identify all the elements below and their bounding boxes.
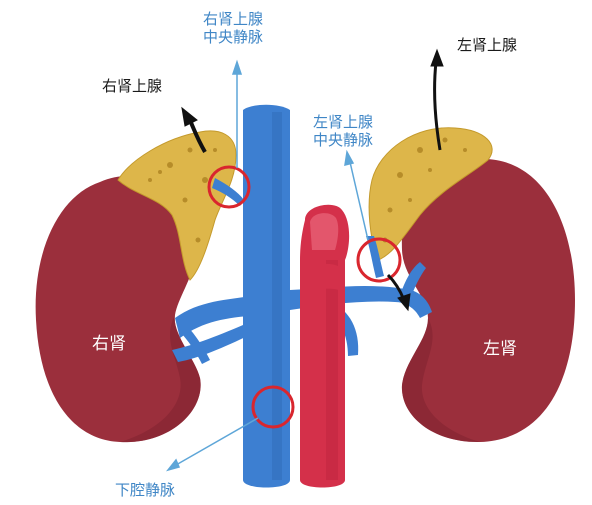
left-adrenal-central-vein [366, 236, 384, 278]
left-adrenal-vein-label: 左肾上腺 中央静脉 [313, 113, 373, 149]
pointer-lines [165, 59, 369, 472]
left-kidney [401, 159, 575, 443]
ivc-shading [272, 112, 282, 480]
adrenal-texture [148, 137, 467, 243]
left-adrenal-vein-label-line1: 左肾上腺 [313, 113, 374, 131]
right-lower-branch [180, 325, 210, 364]
right-kidney-shadow [120, 315, 201, 443]
right-kidney [35, 175, 201, 443]
left-kidney-label: 左肾 [483, 339, 517, 359]
aorta [300, 204, 350, 488]
left-adrenal-vein-label-line2: 中央静脉 [313, 131, 374, 149]
right-renal-vein-branch [172, 322, 252, 362]
right-adrenal-gland [117, 130, 237, 281]
right-adrenal-vein-label-line1: 右肾上腺 [203, 10, 264, 28]
ivc-label: 下腔静脉 [115, 481, 176, 499]
right-kidney-label: 右肾 [92, 334, 126, 354]
left-kidney-shadow [401, 318, 480, 443]
right-adrenal-vein-circle [207, 165, 251, 209]
left-adrenal-vein-circle [356, 237, 402, 283]
left-adrenal-label: 左肾上腺 [457, 36, 518, 54]
ivc-circle [251, 385, 295, 429]
inferior-vena-cava [243, 104, 290, 488]
black-arrows [181, 48, 444, 312]
right-renal-vein [175, 295, 258, 338]
right-adrenal-central-vein [212, 178, 244, 206]
veins [172, 104, 432, 488]
right-adrenal-vein-label-line2: 中央静脉 [203, 28, 264, 46]
right-adrenal-vein-label: 右肾上腺 中央静脉 [203, 10, 263, 46]
right-adrenal-label: 右肾上腺 [102, 77, 163, 95]
highlight-circles [207, 165, 402, 429]
left-upper-branch [400, 262, 426, 300]
